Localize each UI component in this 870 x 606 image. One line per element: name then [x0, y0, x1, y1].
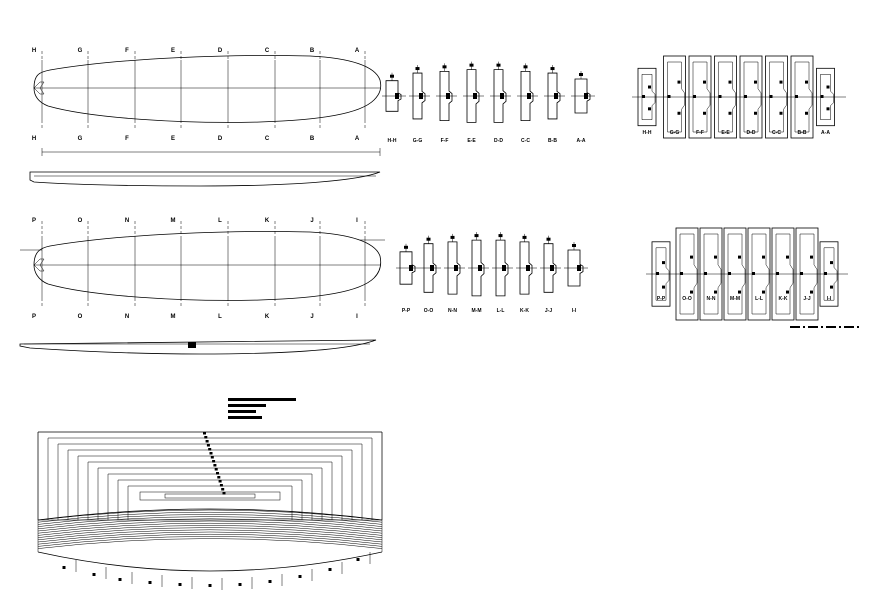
- mid-station-top-K: K: [265, 218, 270, 224]
- top-station-bottom-D: D: [218, 136, 223, 142]
- title-block: [228, 398, 296, 419]
- top-hull-profile: [29, 171, 381, 187]
- mid-section-label-P-P: P-P: [402, 308, 411, 314]
- top-cross-sections: H-H G-G F-F E-E D-D C-C B-B A-A: [382, 61, 595, 144]
- mid-section-I-I: I-I: [564, 242, 588, 314]
- top-section-label-H-H: H-H: [388, 138, 397, 144]
- mid-station-top-M: M: [171, 218, 176, 224]
- mid-section-label-J-J: J-J: [545, 308, 552, 314]
- top-hull-plan: H H G G F F E E D D C C B B A A: [32, 48, 382, 156]
- rm-panel-label-O-O: O-O: [682, 296, 692, 302]
- mid-section-P-P: P-P: [396, 243, 420, 314]
- top-station-bottom-F: F: [125, 136, 129, 142]
- top-station-bottom-C: C: [265, 136, 270, 142]
- rt-panel-label-H-H: H-H: [643, 130, 652, 136]
- mid-station-top-N: N: [125, 218, 129, 224]
- mid-cross-sections: P-P O-O N-N M-M L-L K-K J-J I-I: [396, 232, 588, 314]
- top-section-C-C: C-C: [517, 63, 538, 144]
- mid-section-label-K-K: K-K: [520, 308, 529, 314]
- rm-panel-label-P-P: P-P: [657, 296, 666, 302]
- mid-section-label-I-I: I-I: [572, 308, 577, 314]
- top-section-label-A-A: A-A: [577, 138, 586, 144]
- rt-panel-label-C-C: C-C: [772, 130, 781, 136]
- mid-station-top-I: I: [356, 218, 358, 224]
- mid-section-label-O-O: O-O: [424, 308, 434, 314]
- mid-station-top-J: J: [310, 218, 313, 224]
- top-station-bottom-E: E: [171, 136, 175, 142]
- top-section-label-G-G: G-G: [413, 138, 423, 144]
- rt-panel-H-H: H-H: [637, 67, 657, 136]
- top-section-F-F: F-F: [436, 63, 457, 144]
- top-station-top-G: G: [78, 48, 83, 54]
- top-station-top-E: E: [171, 48, 175, 54]
- mid-section-M-M: M-M: [468, 232, 489, 314]
- top-section-label-E-E: E-E: [467, 138, 476, 144]
- top-station-bottom-B: B: [310, 136, 315, 142]
- rm-panel-label-I-I: I-I: [827, 296, 832, 302]
- top-station-top-A: A: [355, 48, 360, 54]
- mid-station-bottom-O: O: [78, 314, 83, 320]
- rm-panel-label-K-K: K-K: [779, 296, 788, 302]
- top-section-label-C-C: C-C: [521, 138, 530, 144]
- top-section-B-B: B-B: [544, 65, 565, 144]
- top-station-top-D: D: [218, 48, 223, 54]
- mid-station-bottom-K: K: [265, 314, 270, 320]
- mid-section-N-N: N-N: [444, 233, 465, 314]
- rt-panel-label-B-B: B-B: [798, 130, 807, 136]
- mid-station-bottom-L: L: [218, 314, 222, 320]
- hull-perspective-view: [37, 431, 383, 590]
- mid-section-O-O: O-O: [420, 235, 441, 314]
- top-station-top-C: C: [265, 48, 270, 54]
- mid-station-bottom-P: P: [32, 314, 36, 320]
- mid-station-top-P: P: [32, 218, 36, 224]
- top-station-top-H: H: [32, 48, 36, 54]
- rt-panel-label-A-A: A-A: [821, 130, 830, 136]
- top-section-D-D: D-D: [490, 61, 511, 144]
- mid-station-bottom-N: N: [125, 314, 129, 320]
- mid-section-label-N-N: N-N: [448, 308, 457, 314]
- mid-station-bottom-J: J: [310, 314, 313, 320]
- top-station-top-F: F: [125, 48, 129, 54]
- top-section-H-H: H-H: [382, 72, 406, 144]
- rt-panel-label-D-D: D-D: [747, 130, 756, 136]
- mid-section-L-L: L-L: [492, 232, 513, 314]
- top-station-bottom-A: A: [355, 136, 360, 142]
- mid-section-J-J: J-J: [540, 235, 561, 314]
- mid-hull-plan: P P O O N N M M L L K K J J I I: [20, 218, 385, 320]
- top-station-top-B: B: [310, 48, 315, 54]
- rm-panel-label-L-L: L-L: [755, 296, 763, 302]
- mid-station-top-O: O: [78, 218, 83, 224]
- mid-station-top-L: L: [218, 218, 222, 224]
- rm-panel-label-N-N: N-N: [707, 296, 716, 302]
- rt-panel-label-G-G: G-G: [670, 130, 680, 136]
- mid-section-label-L-L: L-L: [497, 308, 505, 314]
- mid-station-bottom-M: M: [171, 314, 176, 320]
- mid-section-K-K: K-K: [516, 233, 537, 314]
- rm-panel-label-M-M: M-M: [730, 296, 740, 302]
- top-section-G-G: G-G: [409, 65, 430, 144]
- right-mid-panels: P-P O-O N-N M-M L-L K-K J-J I-I: [646, 227, 848, 321]
- top-station-bottom-H: H: [32, 136, 36, 142]
- top-section-A-A: A-A: [571, 71, 595, 144]
- mid-section-label-M-M: M-M: [472, 308, 482, 314]
- top-station-bottom-G: G: [78, 136, 83, 142]
- top-section-E-E: E-E: [463, 61, 484, 144]
- mid-station-bottom-I: I: [356, 314, 358, 320]
- top-section-label-B-B: B-B: [548, 138, 557, 144]
- rt-panel-label-F-F: F-F: [696, 130, 704, 136]
- rm-panel-label-J-J: J-J: [803, 296, 810, 302]
- top-section-label-F-F: F-F: [441, 138, 449, 144]
- rt-panel-A-A: A-A: [816, 67, 835, 136]
- rt-panel-label-E-E: E-E: [721, 130, 730, 136]
- top-section-label-D-D: D-D: [494, 138, 503, 144]
- right-top-panels: H-H G-G F-F E-E D-D C-C B-B A-A: [632, 55, 846, 139]
- mid-hull-profile: [19, 339, 377, 355]
